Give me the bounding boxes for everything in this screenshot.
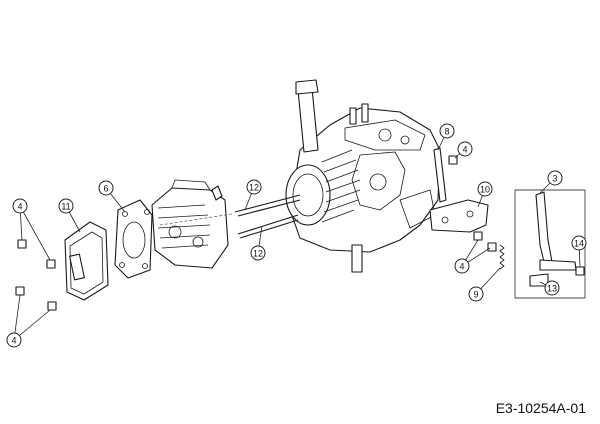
callout-8: 8 (439, 123, 455, 139)
engine-block (285, 79, 441, 273)
callout-14-label: 14 (574, 239, 584, 249)
valve-cover (64, 221, 109, 301)
callout-8-label: 8 (444, 127, 449, 137)
callout-10: 10 (477, 181, 493, 197)
push-rods (159, 194, 301, 239)
callout-3-label: 3 (552, 174, 557, 184)
drawing-code: E3-10254A-01 (495, 400, 586, 416)
callout-6-label: 6 (103, 184, 108, 194)
callout-12a: 12 (246, 179, 262, 195)
callout-10-label: 10 (480, 185, 490, 195)
callout-4b: 4 (457, 141, 473, 157)
governor-lever-inset (514, 189, 586, 299)
governor-rod (433, 147, 447, 203)
callout-13-label: 13 (547, 284, 557, 294)
head-gasket (114, 199, 153, 279)
callout-11-label: 11 (61, 202, 70, 212)
callout-9-label: 9 (473, 290, 478, 300)
callout-6: 6 (98, 180, 114, 196)
governor-bracket (429, 199, 489, 233)
callout-12a-label: 12 (249, 183, 259, 193)
callout-4a-label: 4 (17, 202, 22, 212)
callout-4a: 4 (12, 198, 28, 214)
callout-3: 3 (547, 170, 563, 186)
callout-13: 13 (544, 280, 560, 296)
callout-12b: 12 (250, 245, 266, 261)
cylinder-head (151, 179, 229, 269)
callout-14: 14 (571, 235, 587, 251)
callout-4c: 4 (454, 258, 470, 274)
callout-4c-label: 4 (459, 262, 464, 272)
callout-12b-label: 12 (253, 249, 263, 259)
callout-11: 11 (58, 198, 74, 214)
callout-4d: 4 (6, 332, 22, 348)
callout-4d-label: 4 (11, 336, 16, 346)
callout-9: 9 (468, 286, 484, 302)
callout-4b-label: 4 (462, 145, 467, 155)
spring (499, 244, 505, 270)
